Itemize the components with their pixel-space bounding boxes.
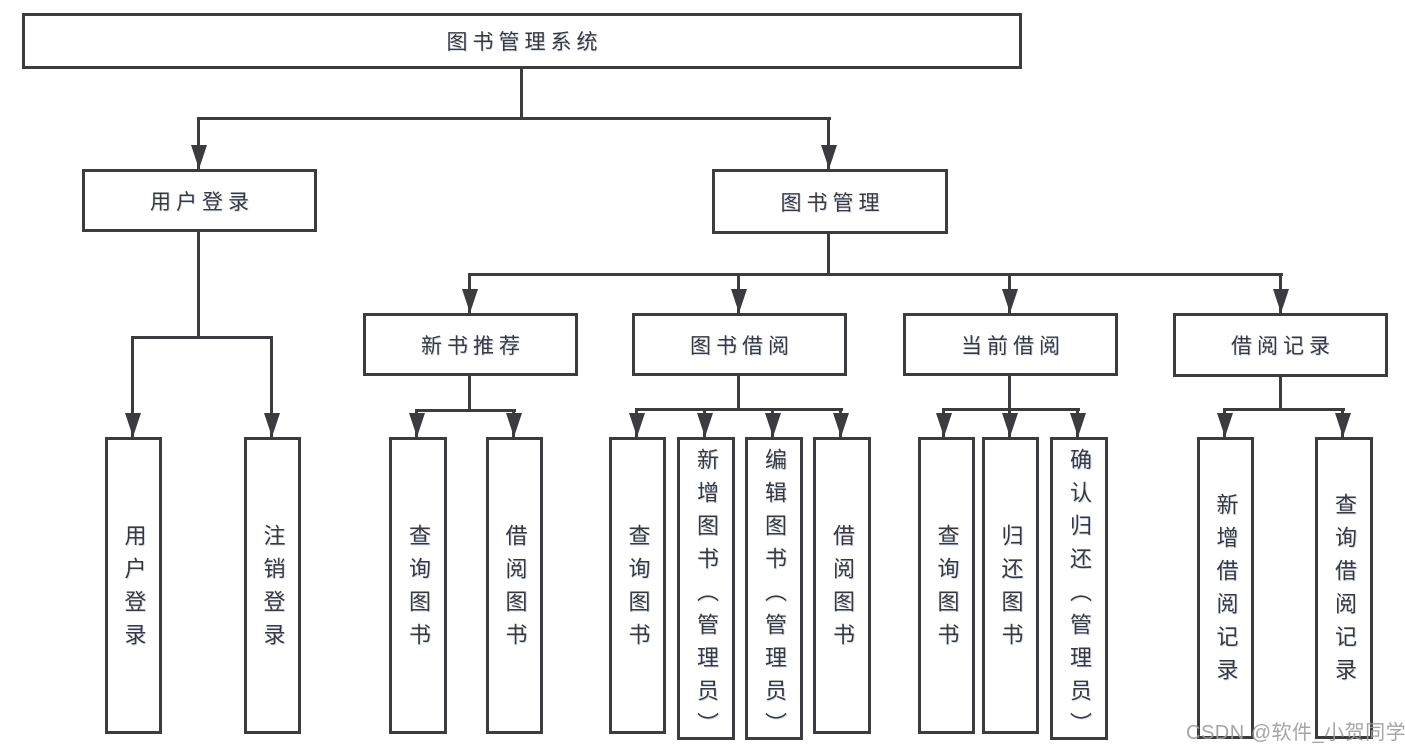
leaf-label: 查询图书 — [406, 523, 431, 656]
arrow-down-icon — [629, 413, 645, 437]
leaf-query-books-current: 查询图书 — [918, 437, 975, 734]
leaf-label: 查询借阅记录 — [1332, 493, 1357, 691]
leaf-label: 用户登录 — [121, 523, 147, 656]
connector — [635, 408, 843, 411]
leaf-user-login: 用户登录 — [105, 437, 162, 734]
node-book-management: 图书管理 — [712, 169, 948, 234]
watermark: CSDN @软件_小贺同学 — [1186, 722, 1405, 744]
arrow-down-icon — [191, 145, 207, 169]
connector — [197, 117, 200, 169]
arrow-down-icon — [506, 413, 522, 437]
connector — [1279, 377, 1282, 408]
connector — [468, 376, 471, 409]
leaf-label: 借阅图书 — [502, 523, 528, 656]
node-borrow-records: 借阅记录 — [1173, 313, 1388, 377]
arrow-down-icon — [936, 413, 952, 437]
arrow-down-icon — [1217, 413, 1233, 437]
arrow-down-icon — [125, 413, 141, 437]
leaf-label: 编辑图书（管理员） — [762, 448, 787, 745]
connector — [270, 336, 273, 437]
node-label: 用户登录 — [150, 190, 254, 214]
arrow-down-icon — [1070, 413, 1086, 437]
connector — [415, 409, 516, 412]
node-label: 当前借阅 — [961, 334, 1065, 358]
connector — [131, 336, 134, 437]
node-root-system: 图书管理系统 — [22, 13, 1022, 69]
node-label: 图书管理系统 — [446, 31, 603, 54]
connector — [942, 408, 1080, 411]
leaf-query-books-borrow: 查询图书 — [609, 437, 666, 734]
leaf-label: 查询图书 — [625, 523, 651, 656]
arrow-down-icon — [1273, 289, 1289, 313]
leaf-confirm-return-admin: 确认归还（管理员） — [1050, 437, 1108, 745]
leaf-label: 查询图书 — [934, 523, 960, 656]
connector — [468, 273, 1283, 276]
node-current-borrowing: 当前借阅 — [903, 313, 1118, 376]
arrow-down-icon — [833, 413, 849, 437]
node-label: 新书推荐 — [421, 334, 525, 358]
node-new-book-recommend: 新书推荐 — [363, 313, 578, 376]
leaf-edit-book-admin: 编辑图书（管理员） — [745, 437, 803, 745]
arrow-down-icon — [765, 413, 781, 437]
leaf-borrow-books-recommend: 借阅图书 — [486, 437, 543, 734]
connector — [131, 336, 273, 339]
arrow-down-icon — [821, 145, 837, 169]
leaf-logout: 注销登录 — [244, 437, 301, 734]
node-user-login: 用户登录 — [82, 169, 317, 232]
arrow-down-icon — [697, 413, 713, 437]
arrow-down-icon — [462, 289, 478, 313]
arrow-down-icon — [731, 289, 747, 313]
leaf-label: 借阅图书 — [830, 523, 855, 656]
connector — [520, 69, 523, 117]
node-label: 图书管理 — [780, 191, 885, 215]
connector — [827, 117, 830, 169]
connector — [737, 376, 740, 408]
leaf-borrow-books-borrow: 借阅图书 — [813, 437, 871, 734]
connector — [1223, 408, 1345, 411]
arrow-down-icon — [1335, 413, 1351, 437]
leaf-query-borrow-record: 查询借阅记录 — [1315, 437, 1373, 739]
connector — [827, 234, 830, 273]
leaf-label: 新增借阅记录 — [1213, 493, 1239, 691]
connector — [197, 117, 831, 120]
arrow-down-icon — [1002, 413, 1018, 437]
node-label: 借阅记录 — [1231, 335, 1335, 358]
leaf-return-book: 归还图书 — [982, 437, 1039, 734]
leaf-label: 新增图书（管理员） — [694, 448, 719, 745]
node-label: 图书借阅 — [690, 334, 794, 358]
leaf-add-book-admin: 新增图书（管理员） — [677, 437, 735, 745]
leaf-label: 确认归还（管理员） — [1067, 448, 1092, 745]
connector — [1008, 376, 1011, 408]
arrow-down-icon — [1002, 289, 1018, 313]
node-book-borrowing: 图书借阅 — [632, 313, 847, 376]
arrow-down-icon — [409, 413, 425, 437]
leaf-label: 注销登录 — [260, 523, 286, 656]
arrow-down-icon — [264, 413, 280, 437]
leaf-query-books-recommend: 查询图书 — [389, 437, 447, 734]
leaf-add-borrow-record: 新增借阅记录 — [1197, 437, 1254, 739]
leaf-label: 归还图书 — [998, 523, 1024, 656]
connector — [197, 232, 200, 336]
